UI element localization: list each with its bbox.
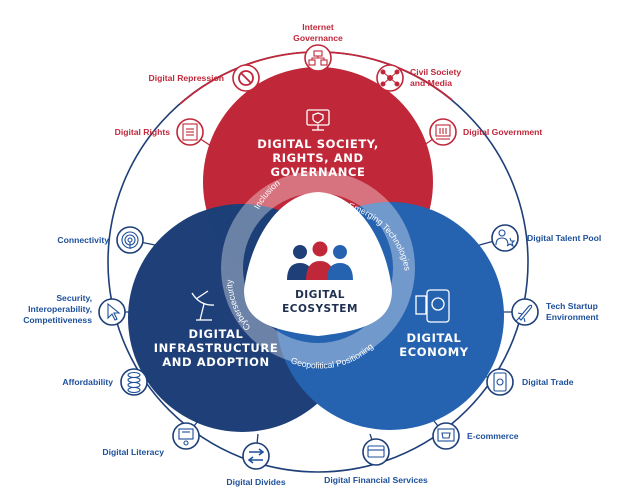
node-security: Security, Interoperability, Competitiven… [23,293,126,326]
node-label: Digital Trade [522,377,574,387]
node-label: Tech Startup [546,301,598,311]
node-label: Internet [302,22,334,32]
node-digital-repression: Digital Repression [149,64,260,92]
org-chart-icon [308,50,328,66]
node-label: Environment [546,312,599,322]
node-label: Digital Government [463,127,542,137]
satellite-dish-icon [191,290,215,321]
infrastructure-title-line-1: DIGITAL [189,327,244,341]
node-label: Connectivity [57,235,109,245]
cross-cutting-ring [221,171,415,365]
node-digital-trade: Digital Trade [486,368,574,396]
node-label: Digital Talent Pool [527,233,601,243]
node-label: Affordability [62,377,113,387]
society-title-line-2: RIGHTS, AND [272,151,363,165]
people-icon [287,241,353,280]
phone-money-icon [415,289,450,323]
node-digital-divides: Digital Divides [226,442,286,487]
society-title-line-1: DIGITAL SOCIETY, [257,137,379,151]
rocket-icon [515,304,533,323]
card-icon [367,445,385,458]
society-title-line-3: GOVERNANCE [271,165,366,179]
infrastructure-title-line-2: INFRASTRUCTURE [154,341,279,355]
network-icon [380,69,400,87]
government-monitor-icon [306,109,330,131]
outer-nodes: Internet Governance Civil Society and Me… [23,22,601,487]
node-label: Governance [293,33,343,43]
node-label: Digital Divides [226,477,285,487]
node-label: Digital Literacy [102,447,164,457]
node-digital-government: Digital Government [429,118,542,146]
node-connectivity: Connectivity [57,226,144,254]
node-digital-literacy: Digital Literacy [102,422,200,457]
node-civil-society: Civil Society and Media [376,64,461,92]
person-star-icon [495,229,516,248]
node-digital-rights: Digital Rights [115,118,204,146]
node-internet-governance: Internet Governance [293,22,343,72]
center-title-line-2: ECOSYSTEM [282,303,358,315]
cursor-icon [107,302,121,321]
node-label: E-commerce [467,431,519,441]
economy-title-line-2: ECONOMY [399,345,469,359]
node-digital-talent-pool: Digital Talent Pool [491,224,601,252]
center-title-line-1: DIGITAL [295,289,345,301]
node-digital-financial-services: Digital Financial Services [324,438,428,485]
node-label: Digital Rights [115,127,171,137]
infrastructure-title-line-3: AND ADOPTION [162,355,269,369]
node-label: Digital Financial Services [324,475,428,485]
prohibited-icon [238,70,254,86]
learning-icon [178,428,194,446]
node-tech-startup: Tech Startup Environment [511,298,599,326]
node-affordability: Affordability [62,368,148,396]
document-icon [182,123,198,141]
node-label: and Media [410,78,452,88]
node-label: Competitiveness [23,315,92,325]
shopping-screen-icon [437,428,455,442]
divide-arrows-icon [247,448,265,464]
tablet-icon [493,372,507,392]
node-label: Interoperability, [28,304,92,314]
wifi-icon [121,231,139,249]
node-label: Security, [56,293,92,303]
economy-title-line-1: DIGITAL [407,331,462,345]
node-label: Civil Society [410,67,461,77]
government-building-icon [435,124,451,140]
coins-icon [127,371,141,394]
node-e-commerce: E-commerce [432,422,519,450]
node-label: Digital Repression [149,73,224,83]
